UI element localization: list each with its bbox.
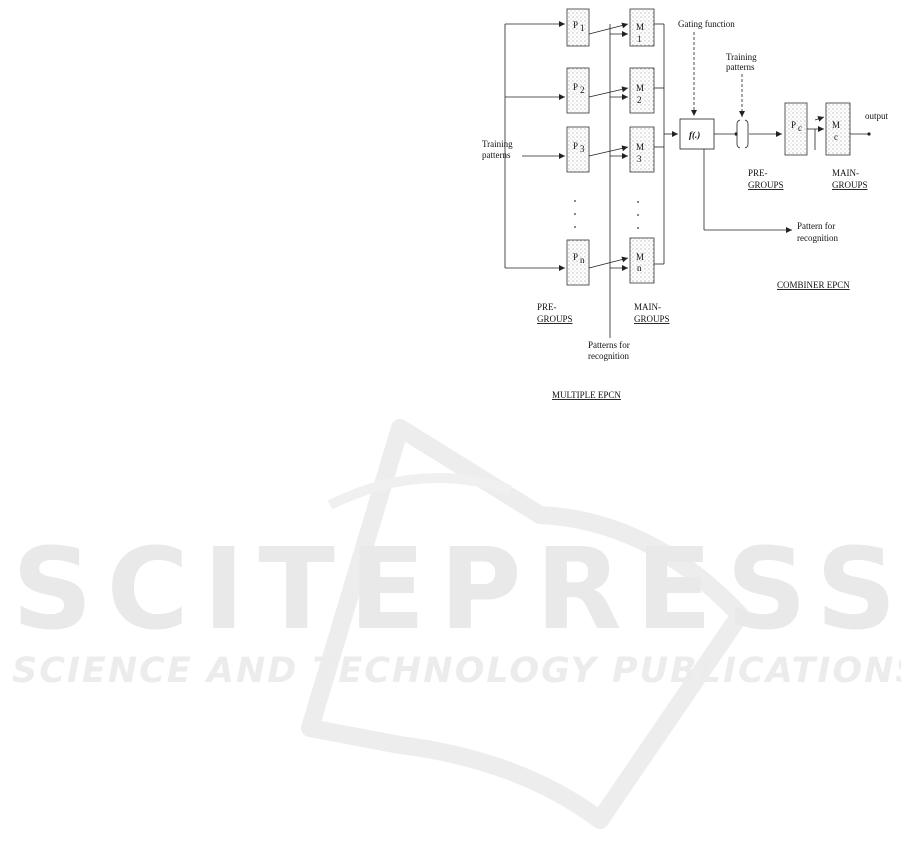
pre-groups-left-line1: PRE- (537, 302, 557, 312)
gating-function-box: f(.) (680, 119, 714, 149)
main-groups-left-line1: MAIN- (634, 302, 661, 312)
main-ellipsis (637, 201, 639, 229)
patterns-for-recognition-left-line1: Patterns for (588, 340, 630, 350)
training-patterns-right-line2: patterns (726, 62, 755, 72)
output-connection (850, 132, 871, 135)
pre-group-p1: P 1 (567, 9, 589, 46)
pc-letter: P (791, 120, 796, 130)
patterns-for-recognition-left-line2: recognition (588, 351, 629, 361)
p1-sub: 1 (580, 23, 585, 33)
main-groups-left-line2: GROUPS (634, 314, 670, 324)
pre-group-pn: P n (567, 240, 589, 285)
m1-letter: M (636, 22, 644, 32)
pattern-for-recognition-right-line1: Pattern for (797, 221, 835, 231)
gating-function-label: Gating function (678, 19, 735, 29)
m1-sub: 1 (637, 34, 642, 44)
p3-letter: P (573, 141, 578, 151)
main-group-m2: M 2 (630, 68, 654, 113)
pre-ellipsis (574, 200, 576, 228)
pre-group-p3: P 3 (567, 127, 589, 172)
mn-sub: n (637, 263, 642, 273)
main-groups-right-line2: GROUPS (832, 180, 868, 190)
training-patterns-right-line1: Training (726, 52, 757, 62)
pre-main-connections (589, 24, 628, 338)
main-group-mn: M n (630, 238, 654, 283)
m2-letter: M (636, 83, 644, 93)
pc-sub: c (798, 123, 802, 133)
combiner-epcn-caption: COMBINER EPCN (777, 280, 850, 290)
multiple-epcn-caption: MULTIPLE EPCN (552, 390, 621, 400)
pn-letter: P (573, 252, 578, 262)
pre-groups-right-line1: PRE- (748, 168, 768, 178)
pre-groups-right-line2: GROUPS (748, 180, 784, 190)
pre-groups-left-line2: GROUPS (537, 314, 573, 324)
m3-letter: M (636, 142, 644, 152)
mc-sub: c (834, 132, 838, 142)
main-group-m1: M 1 (630, 9, 654, 46)
p3-sub: 3 (580, 144, 585, 154)
main-outputs-bus (654, 24, 678, 264)
mc-letter: M (832, 120, 840, 130)
p2-letter: P (573, 82, 578, 92)
output-label: output (865, 111, 889, 121)
pn-sub: n (580, 255, 585, 265)
watermark-title: SCITEPRESS (12, 525, 901, 655)
training-feed-lines (505, 24, 565, 268)
main-groups-right-line1: MAIN- (832, 168, 859, 178)
m3-sub: 3 (637, 154, 642, 164)
combiner-main-box: M c (826, 103, 850, 155)
watermark: SCITEPRESS SCIENCE AND TECHNOLOGY PUBLIC… (12, 428, 901, 820)
pattern-for-recognition-right-line2: recognition (797, 233, 838, 243)
training-patterns-left-line2: patterns (482, 150, 511, 160)
main-group-m3: M 3 (630, 127, 654, 172)
f-symbol: f(.) (689, 130, 700, 140)
p1-letter: P (573, 20, 578, 30)
combiner-pre-main-connections (807, 117, 824, 150)
combiner-pre-box: P c (785, 103, 807, 155)
training-patterns-left-line1: Training (482, 139, 513, 149)
watermark-subtitle: SCIENCE AND TECHNOLOGY PUBLICATIONS (12, 651, 901, 691)
p2-sub: 2 (580, 85, 585, 95)
pre-group-p2: P 2 (567, 68, 589, 113)
m2-sub: 2 (637, 95, 642, 105)
mn-letter: M (636, 252, 644, 262)
